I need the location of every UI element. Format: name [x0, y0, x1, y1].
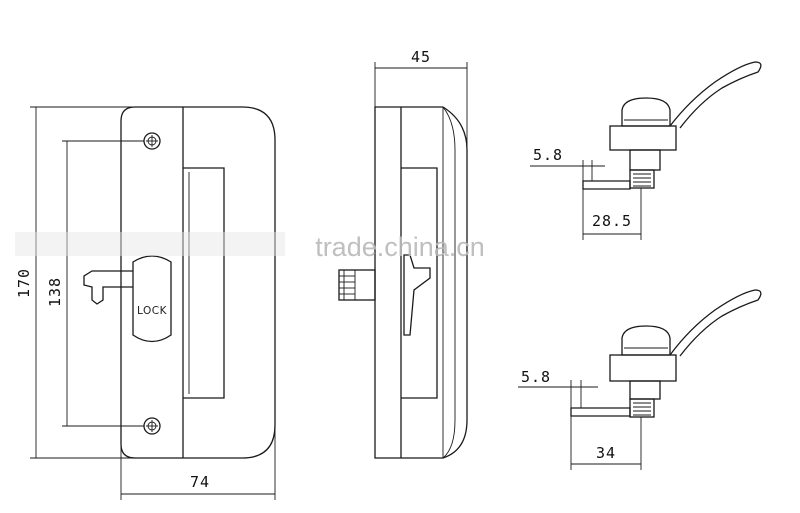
- detail-bottom-dimensions: 5.8 34: [518, 368, 642, 470]
- side-lever: [403, 254, 431, 336]
- top-screw-icon: [143, 132, 161, 150]
- dim-5-8-bottom: 5.8: [521, 368, 551, 386]
- bottom-screw-icon: [143, 417, 161, 435]
- side-view: [338, 106, 468, 459]
- detail-top-lever: [669, 61, 762, 129]
- detail-bottom-lever: [669, 289, 762, 357]
- latch-bolt: [338, 269, 376, 301]
- dim-34: 34: [596, 444, 616, 462]
- front-view: LOCK: [83, 106, 276, 459]
- detail-top: [582, 61, 762, 190]
- detail-bottom: [570, 289, 762, 418]
- dim-170: 170: [15, 268, 33, 298]
- dim-74: 74: [190, 473, 210, 491]
- watermark-text: trade.china.cn: [315, 232, 485, 262]
- lock-lever[interactable]: [83, 270, 133, 305]
- front-dimensions: 170 138 74: [15, 106, 276, 500]
- lock-slot: [132, 255, 172, 343]
- detail-top-dimensions: 5.8 28.5: [530, 146, 642, 240]
- dim-138: 138: [46, 277, 64, 307]
- dim-45: 45: [411, 48, 431, 66]
- watermark: trade.china.cn: [15, 232, 485, 262]
- side-dimensions: 45: [374, 48, 468, 150]
- dim-28-5: 28.5: [592, 212, 632, 230]
- lock-label: LOCK: [137, 305, 168, 317]
- dim-5-8-top: 5.8: [533, 146, 563, 164]
